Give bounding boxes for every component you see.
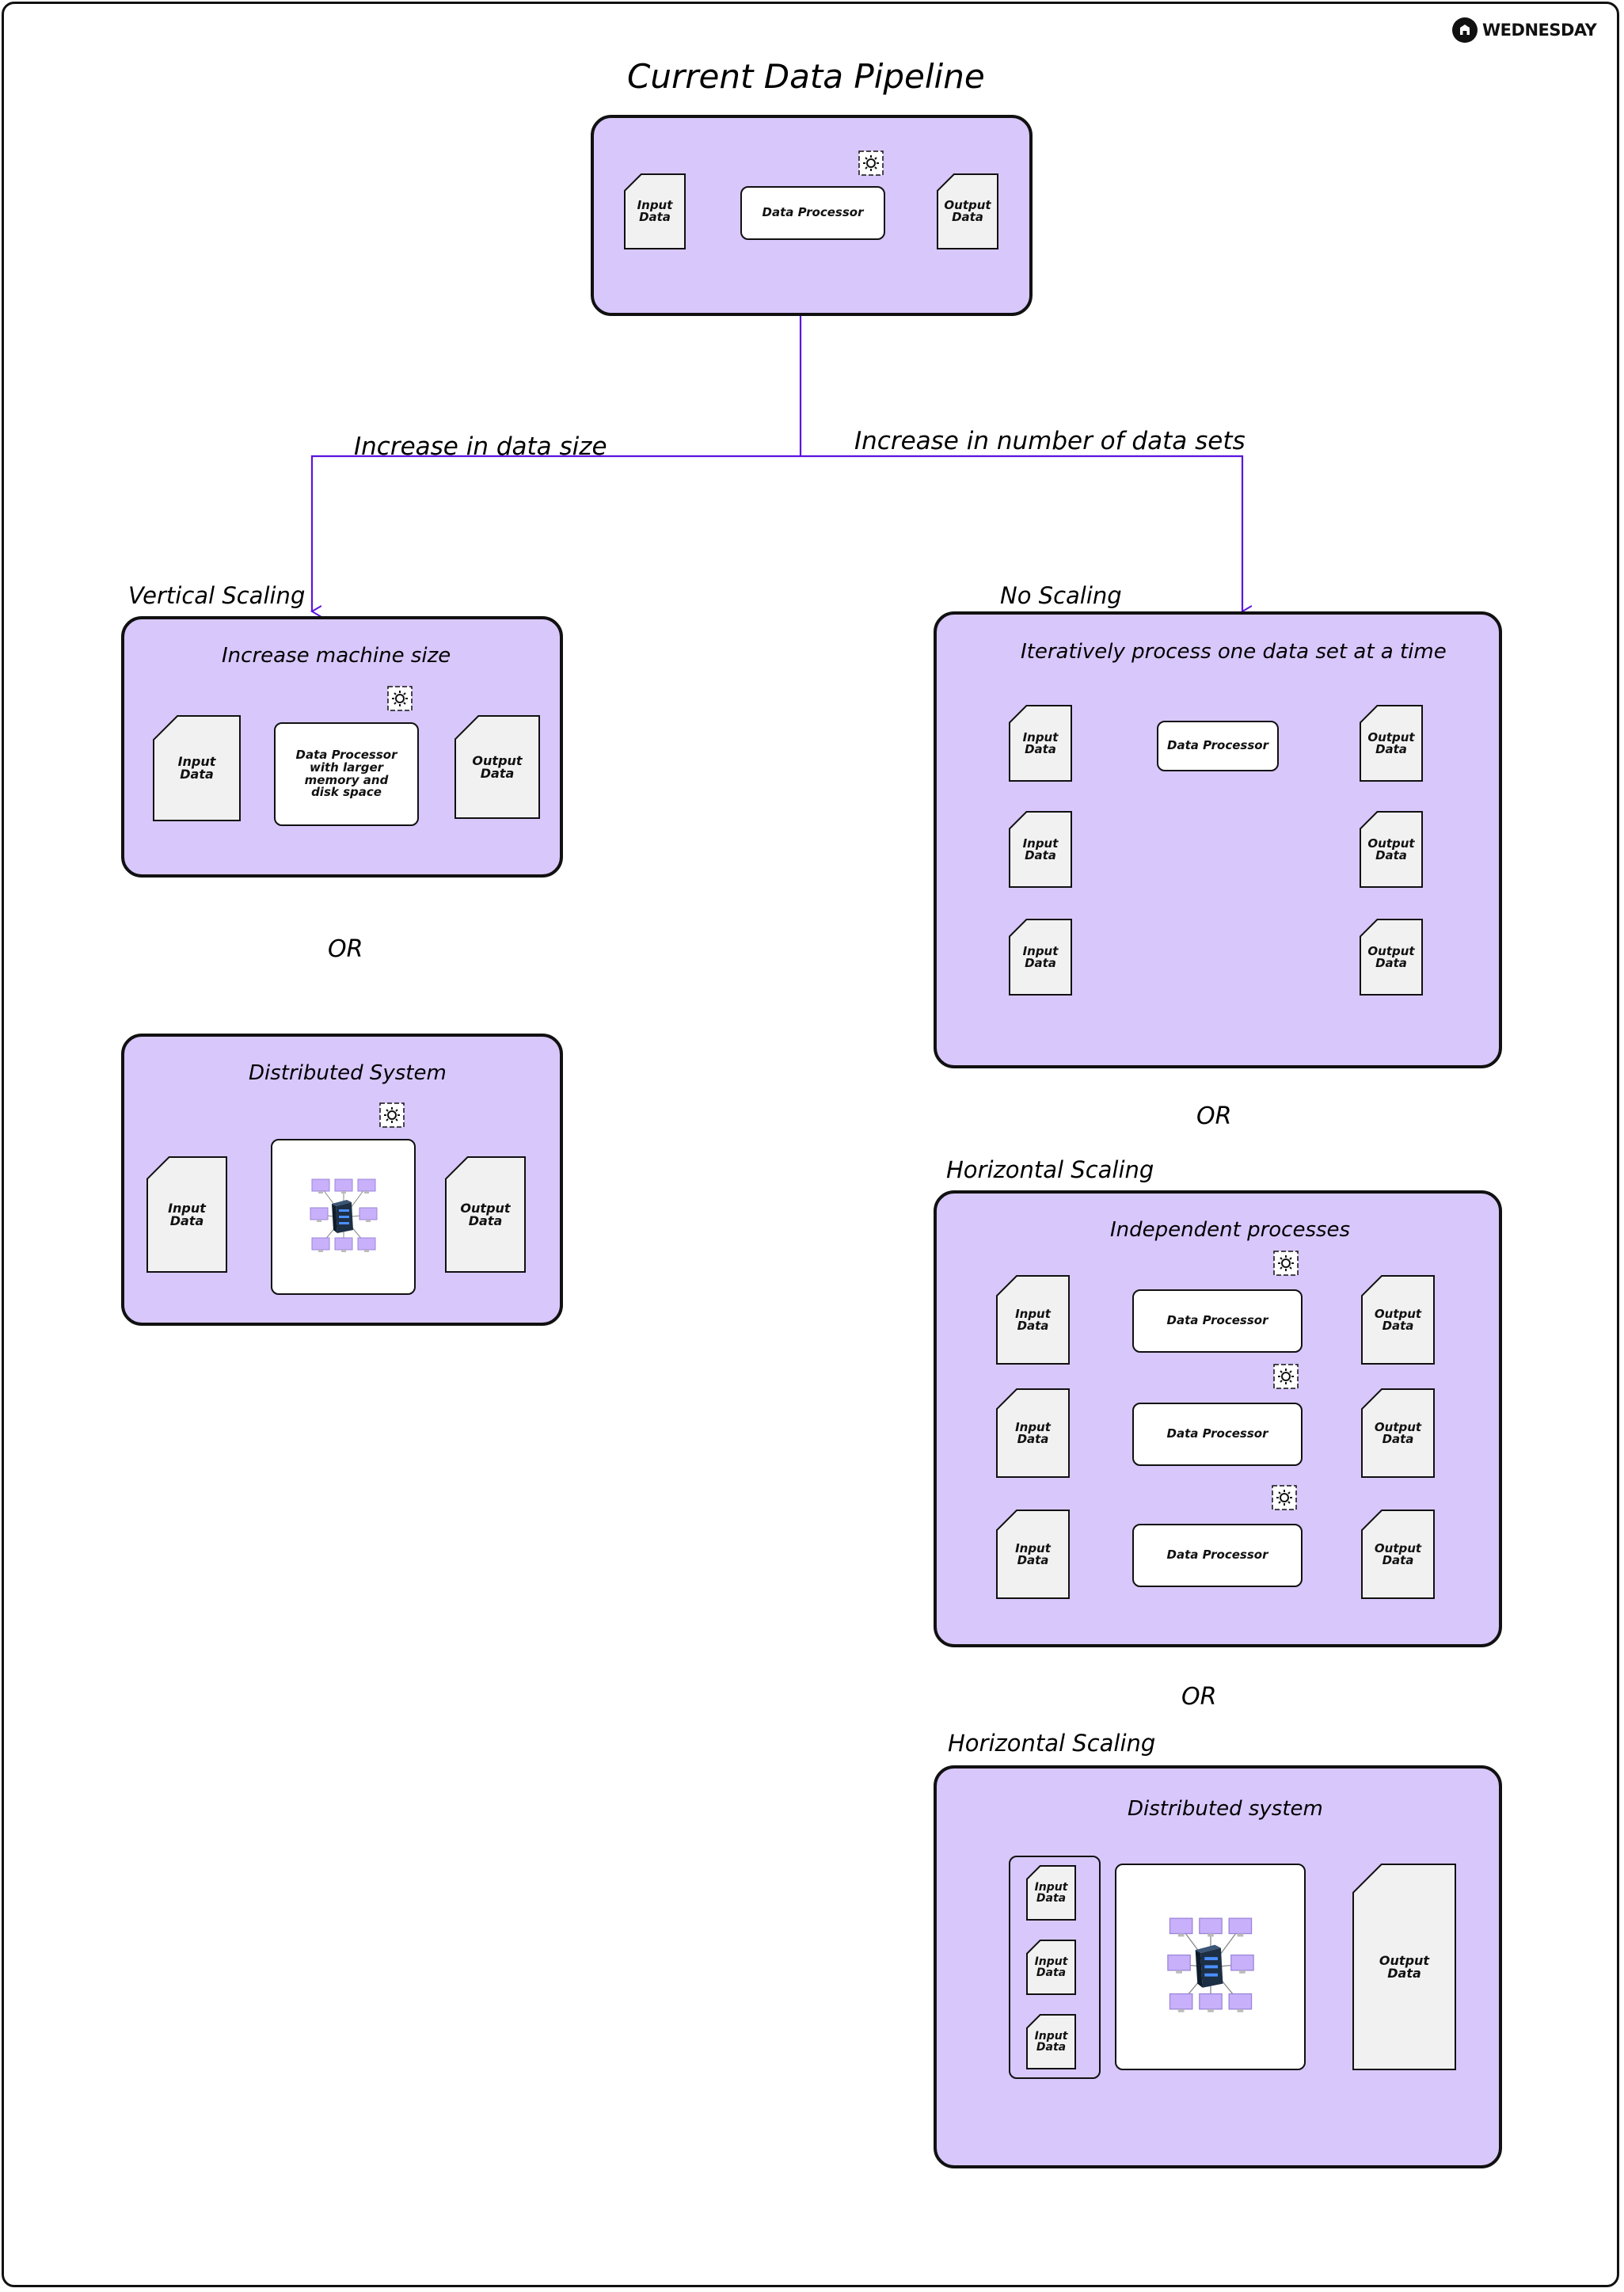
or-label: OR — [1196, 1102, 1232, 1130]
gear-icon-graphic — [1273, 1251, 1299, 1276]
document-shape — [445, 1156, 526, 1273]
input-data-doc: Input Data — [1009, 705, 1072, 782]
gear-icon-graphic — [1272, 1485, 1297, 1510]
document-shape — [146, 1156, 227, 1273]
gear-icon — [387, 686, 413, 711]
document-shape — [1026, 1940, 1076, 1995]
document-shape — [996, 1510, 1070, 1599]
output-data-doc: Output Data — [1360, 811, 1423, 888]
data-processor-box: Data Processor — [1132, 1524, 1303, 1587]
output-data-doc: Output Data — [445, 1156, 526, 1273]
independent-panel-title: Independent processes — [1110, 1218, 1351, 1242]
server-network-icon — [306, 1176, 382, 1258]
input-data-doc: Input Data — [1026, 1865, 1076, 1921]
page-title: Current Data Pipeline — [627, 57, 985, 96]
gear-icon — [858, 150, 884, 176]
wednesday-logo-text: WEDNESDAY — [1482, 21, 1597, 40]
document-shape — [1009, 919, 1072, 996]
distributed-panel-title: Distributed System — [249, 1061, 447, 1085]
output-data-doc: Output Data — [454, 715, 540, 819]
document-shape — [1026, 2014, 1076, 2069]
gear-icon — [1273, 1364, 1299, 1389]
distributed-cluster-box — [271, 1139, 416, 1295]
gear-icon — [379, 1102, 405, 1128]
distributed-panel-title: Distributed system — [1128, 1797, 1323, 1821]
document-shape — [1361, 1510, 1435, 1599]
input-group-box — [1009, 1856, 1101, 2079]
no-scaling-panel-title: Iteratively process one data set at a ti… — [1021, 640, 1447, 664]
document-shape — [996, 1388, 1070, 1478]
no-scaling-heading: No Scaling — [1000, 582, 1122, 609]
branch-label-data-size: Increase in data size — [354, 432, 607, 461]
wednesday-logo-icon — [1452, 17, 1478, 43]
server-network-icon — [1162, 1914, 1260, 2020]
input-data-doc: Input Data — [153, 715, 241, 821]
document-shape — [1009, 811, 1072, 888]
input-data-doc: Input Data — [996, 1510, 1070, 1599]
or-label: OR — [1181, 1683, 1217, 1711]
document-shape — [153, 715, 241, 821]
document-shape — [1360, 919, 1423, 996]
input-data-doc: Input Data — [1009, 811, 1072, 888]
document-shape — [1352, 1864, 1456, 2070]
input-data-doc: Input Data — [996, 1388, 1070, 1478]
data-processor-box: Data Processor — [1157, 721, 1279, 771]
document-shape — [454, 715, 540, 819]
server-network-graphic — [1166, 1917, 1254, 2012]
document-shape — [1360, 705, 1423, 782]
gear-icon — [1273, 1251, 1299, 1276]
document-shape — [1360, 811, 1423, 888]
data-processor-box: Data Processor — [1132, 1289, 1303, 1353]
output-data-doc: Output Data — [1361, 1510, 1435, 1599]
distributed-cluster-box — [1115, 1864, 1306, 2070]
wednesday-logo: WEDNESDAY — [1452, 17, 1597, 43]
output-data-doc: Output Data — [1361, 1388, 1435, 1478]
input-data-doc: Input Data — [996, 1275, 1070, 1365]
gear-icon — [1272, 1485, 1297, 1510]
output-data-doc: Output Data — [1361, 1275, 1435, 1365]
document-shape — [1361, 1388, 1435, 1478]
vertical-panel-title: Increase machine size — [222, 644, 451, 668]
horizontal-scaling-heading: Horizontal Scaling — [946, 1156, 1154, 1183]
document-shape — [937, 173, 998, 249]
document-shape — [624, 173, 686, 249]
output-data-doc: Output Data — [1360, 705, 1423, 782]
output-data-doc: Output Data — [937, 173, 998, 249]
input-data-doc: Input Data — [1026, 2014, 1076, 2069]
or-label: OR — [328, 935, 363, 963]
output-data-doc: Output Data — [1352, 1864, 1456, 2070]
document-shape — [996, 1275, 1070, 1365]
server-network-graphic — [310, 1178, 377, 1252]
horizontal-scaling-heading: Horizontal Scaling — [948, 1730, 1156, 1757]
data-processor-large-box: Data Processor with larger memory and di… — [274, 722, 419, 826]
input-data-doc: Input Data — [1009, 919, 1072, 996]
data-processor-box: Data Processor — [1132, 1403, 1303, 1466]
vertical-scaling-heading: Vertical Scaling — [128, 582, 306, 609]
document-shape — [1361, 1275, 1435, 1365]
document-shape — [1009, 705, 1072, 782]
gear-icon-graphic — [858, 150, 884, 176]
gear-icon-graphic — [379, 1102, 405, 1128]
gear-icon-graphic — [387, 686, 413, 711]
input-data-doc: Input Data — [1026, 1940, 1076, 1995]
input-data-doc: Input Data — [624, 173, 686, 249]
gear-icon-graphic — [1273, 1364, 1299, 1389]
input-data-doc: Input Data — [146, 1156, 227, 1273]
branch-label-data-sets: Increase in number of data sets — [854, 427, 1246, 455]
data-processor-box: Data Processor — [740, 186, 885, 240]
output-data-doc: Output Data — [1360, 919, 1423, 996]
document-shape — [1026, 1865, 1076, 1921]
